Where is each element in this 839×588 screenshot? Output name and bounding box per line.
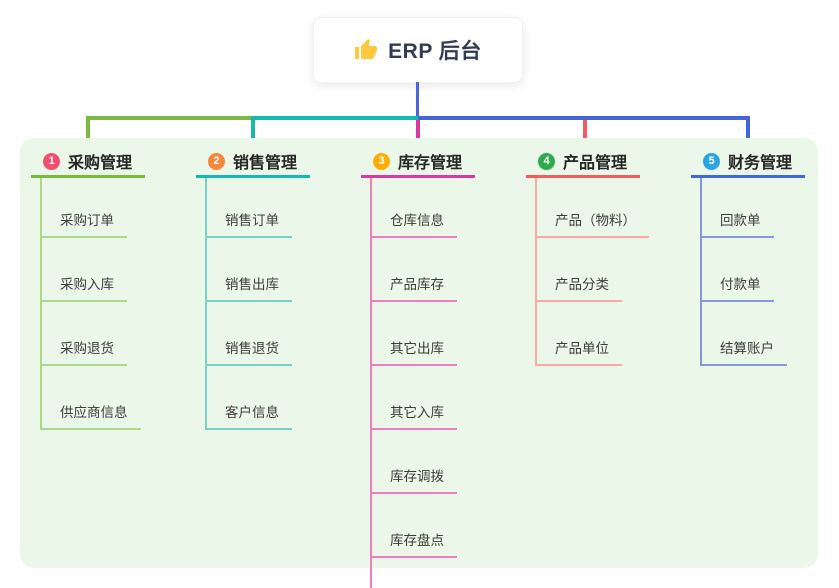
item-inout-detail: 出库库明细 [372,558,471,588]
branch-header-sales: 2 销售管理 [196,147,310,178]
item-purchase-order: 采购订单 [42,178,127,238]
item-product-material: 产品（物料） [537,178,649,238]
item-sales-order: 销售订单 [207,178,292,238]
branch-number-badge: 5 [703,152,720,170]
item-purchase-return: 采购退货 [42,302,127,366]
branch-number-badge: 2 [208,152,225,170]
connector-drop-inventory [416,120,420,149]
branch-header-product: 4 产品管理 [526,147,640,178]
item-product-category: 产品分类 [537,238,622,302]
item-sales-outbound: 销售出库 [207,238,292,302]
item-stock-count: 库存盘点 [372,494,457,558]
item-other-outbound: 其它出库 [372,302,457,366]
branch-product: 4 产品管理 产品（物料） 产品分类 产品单位 [526,147,649,366]
connector-drop-procurement [86,116,90,149]
item-settlement-account: 结算账户 [702,302,787,366]
item-supplier-info: 供应商信息 [42,366,141,430]
branch-sales: 2 销售管理 销售订单 销售出库 销售退货 客户信息 [196,147,310,430]
branch-items-product: 产品（物料） 产品分类 产品单位 [535,178,649,366]
branch-header-finance: 5 财务管理 [691,147,805,178]
item-receipt-bill: 回款单 [702,178,774,238]
connector-rail-finance [418,116,750,120]
item-customer-info: 客户信息 [207,366,292,430]
branch-finance: 5 财务管理 回款单 付款单 结算账户 [691,147,805,366]
branch-number-badge: 3 [373,152,390,170]
branch-header-procurement: 1 采购管理 [31,147,145,178]
root-node: ERP 后台 [313,17,523,83]
item-product-unit: 产品单位 [537,302,622,366]
branch-header-inventory: 3 库存管理 [361,147,475,178]
branch-number-badge: 1 [43,152,60,170]
item-purchase-inbound: 采购入库 [42,238,127,302]
item-stock-transfer: 库存调拨 [372,430,457,494]
branch-label: 库存管理 [398,155,463,172]
branch-label: 采购管理 [68,155,133,172]
connector-drop-finance [746,116,750,149]
item-other-inbound: 其它入库 [372,366,457,430]
connector-drop-sales [251,116,255,149]
connector-rail-sales [253,116,418,120]
root-node-label: ERP 后台 [388,40,482,63]
item-warehouse-info: 仓库信息 [372,178,457,238]
branch-label: 产品管理 [563,155,628,172]
thumbs-up-icon [355,39,378,59]
connector-rail-procurement [86,116,253,120]
item-sales-return: 销售退货 [207,302,292,366]
connector-drop-product [583,120,587,149]
branch-items-inventory: 仓库信息 产品库存 其它出库 其它入库 库存调拨 库存盘点 出库库明细 [370,178,471,588]
branch-label: 销售管理 [233,155,298,172]
item-product-stock: 产品库存 [372,238,457,302]
branch-number-badge: 4 [538,152,555,170]
branch-procurement: 1 采购管理 采购订单 采购入库 采购退货 供应商信息 [31,147,145,430]
branch-items-procurement: 采购订单 采购入库 采购退货 供应商信息 [40,178,141,430]
branch-label: 财务管理 [728,155,793,172]
branch-items-finance: 回款单 付款单 结算账户 [700,178,787,366]
branch-inventory: 3 库存管理 仓库信息 产品库存 其它出库 其它入库 库存调拨 库存盘点 出库库… [361,147,475,588]
connector-root-line [416,82,419,118]
branch-items-sales: 销售订单 销售出库 销售退货 客户信息 [205,178,292,430]
branches-panel [20,138,818,568]
item-payment-bill: 付款单 [702,238,774,302]
